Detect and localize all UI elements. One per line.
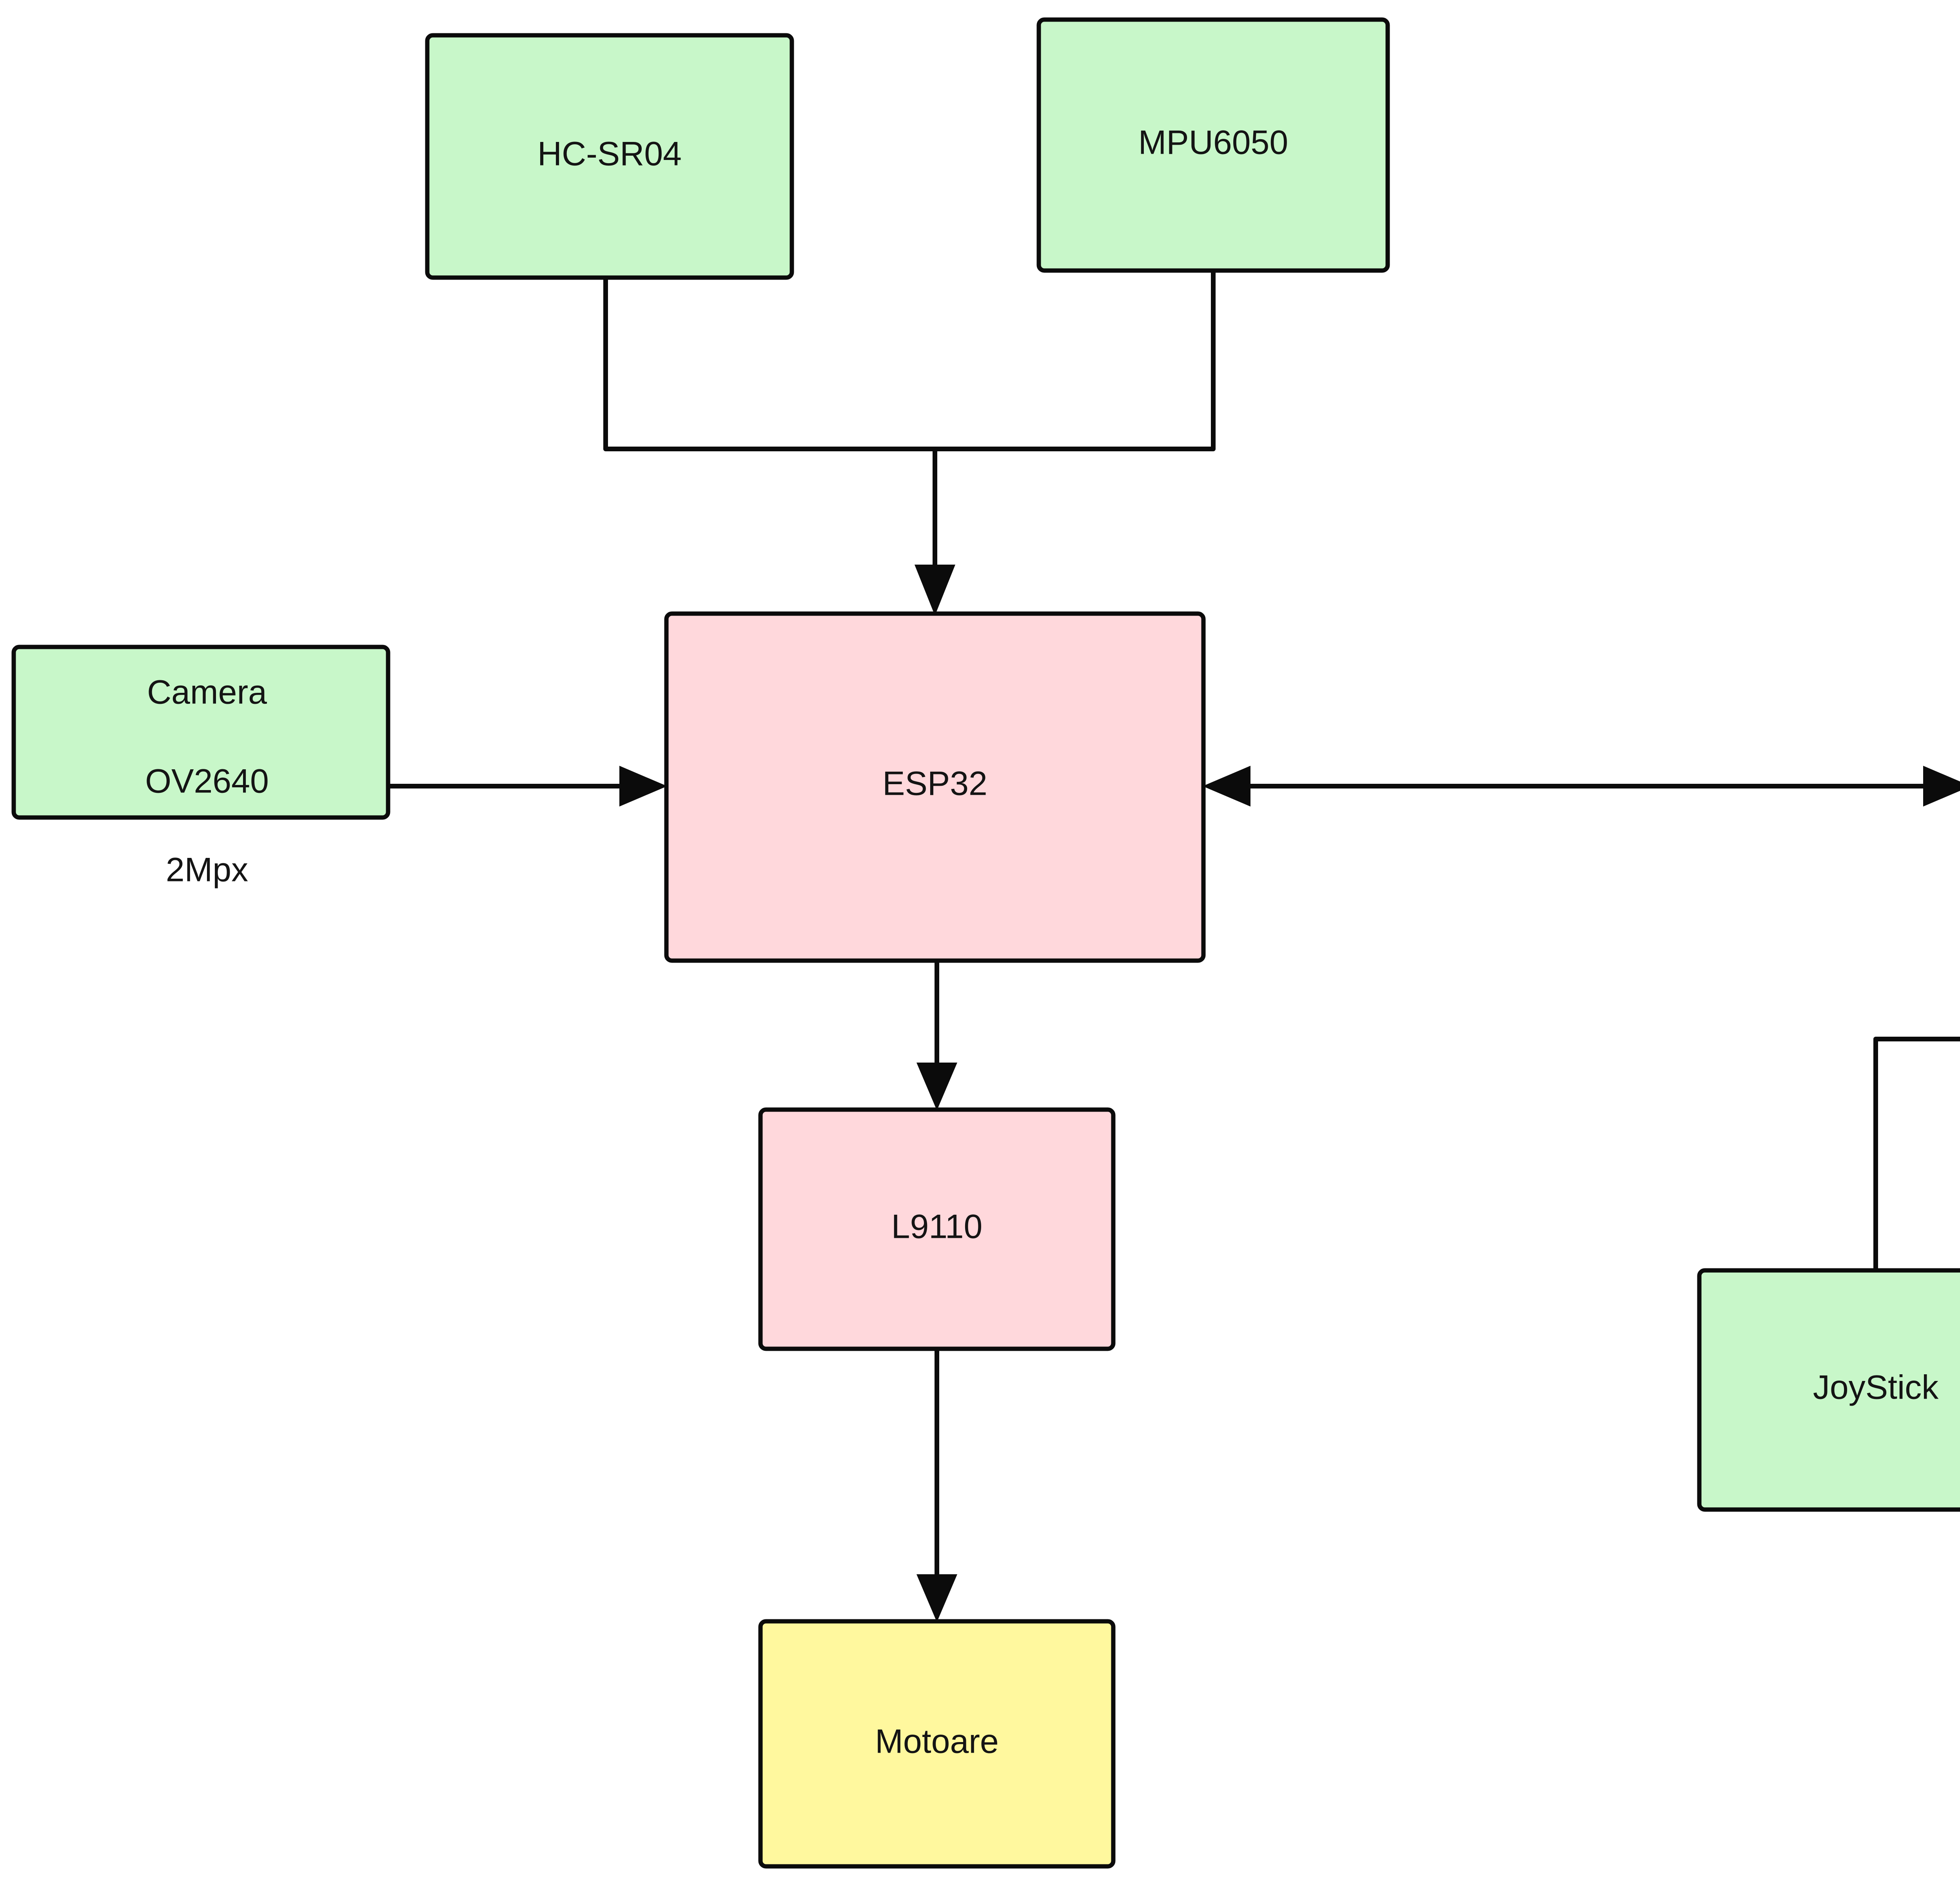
node-esp32-main-box[interactable] xyxy=(664,611,1206,963)
node-l9110-box[interactable] xyxy=(758,1107,1116,1351)
node-hc-sr04-label: HC-SR04 xyxy=(537,135,682,173)
node-hc-sr04[interactable]: HC-SR04 xyxy=(425,33,794,280)
node-esp32-main[interactable]: ESP32 xyxy=(664,611,1206,963)
node-l9110-label: L9110 xyxy=(891,1208,983,1246)
node-camera-label-line3: 2Mpx xyxy=(166,851,248,889)
node-mpu6050-label: MPU6050 xyxy=(1138,124,1288,162)
arrowhead-camera-to-esp32 xyxy=(619,766,667,807)
node-mpu6050[interactable]: MPU6050 xyxy=(1036,17,1390,273)
arrowhead-hcsr04-to-esp32 xyxy=(915,565,955,616)
edge-hcsr04-to-esp32 xyxy=(603,278,937,576)
node-joystick-box[interactable] xyxy=(1697,1268,1960,1512)
node-hc-sr04-box[interactable] xyxy=(425,33,794,280)
edge-joystick-to-esp32 xyxy=(1873,1037,1960,1270)
node-camera-box[interactable] xyxy=(11,645,390,820)
node-motoare[interactable]: Motoare xyxy=(758,1619,1116,1869)
node-motoare-label: Motoare xyxy=(875,1723,999,1760)
node-esp32-main-label: ESP32 xyxy=(882,765,987,803)
edge-mpu6050-to-esp32 xyxy=(935,271,1216,451)
arrowhead-l9110-to-motoare xyxy=(916,1574,957,1622)
node-joystick-label: JoyStick xyxy=(1813,1369,1939,1406)
arrowhead-esp32-left xyxy=(1203,766,1250,807)
arrowhead-esp32-to-l9110 xyxy=(916,1063,957,1110)
node-camera-label-line2: OV2640 xyxy=(145,763,269,800)
node-camera-label-line1: Camera xyxy=(147,674,267,711)
edges-layer xyxy=(388,271,1960,1622)
node-mpu6050-box[interactable] xyxy=(1036,17,1390,273)
node-joystick[interactable]: JoyStick xyxy=(1697,1268,1960,1512)
node-camera[interactable]: Camera OV2640 2Mpx xyxy=(11,645,390,889)
arrowhead-esp32-right xyxy=(1923,766,1960,807)
node-motoare-box[interactable] xyxy=(758,1619,1116,1869)
nodes-layer: HC-SR04 MPU6050 Camera OV2640 2Mpx ESP32 xyxy=(11,17,1960,1869)
node-l9110[interactable]: L9110 xyxy=(758,1107,1116,1351)
